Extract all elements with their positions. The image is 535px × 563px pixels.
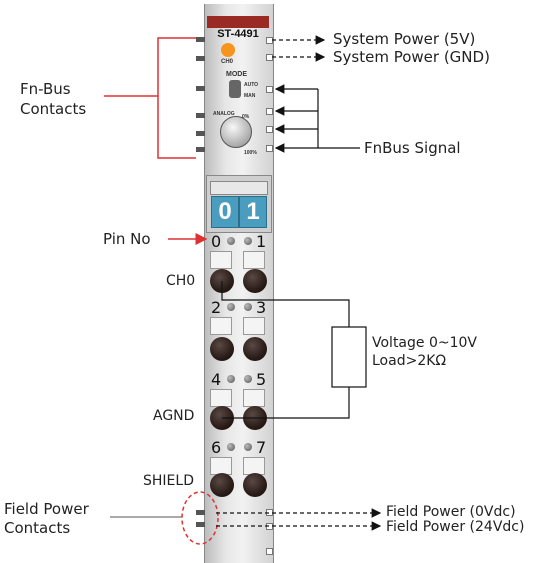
field-power-contact	[196, 522, 205, 527]
pin-0: 0	[211, 232, 222, 251]
agnd-label: AGND	[153, 408, 195, 424]
led-label: CH0	[221, 59, 234, 65]
model-label: ST-4491	[217, 28, 259, 40]
fn-bus-label: Fn-Bus	[20, 80, 71, 98]
terminal-hole-6[interactable]	[210, 473, 234, 497]
pin-indicator	[227, 237, 235, 245]
terminal-release[interactable]	[243, 251, 265, 269]
pin-3: 3	[256, 298, 267, 317]
display-top-bar	[210, 181, 268, 195]
bus-slot	[266, 145, 273, 152]
pin-6: 6	[211, 438, 222, 457]
fn-bus-bracket	[104, 37, 196, 159]
terminal-hole-3[interactable]	[243, 337, 267, 361]
field-power-circle	[181, 491, 219, 545]
mode-switch[interactable]	[229, 80, 241, 98]
terminal-hole-2[interactable]	[210, 337, 234, 361]
fn-bus-contacts-label: Contacts	[20, 100, 87, 118]
bus-slot	[266, 126, 273, 133]
load-wiring	[221, 281, 367, 419]
terminal-hole-7[interactable]	[243, 473, 267, 497]
field-power-contact	[196, 510, 205, 515]
bus-contact	[196, 56, 205, 61]
pct0-label: 0%	[242, 114, 250, 120]
terminal-hole-1[interactable]	[243, 269, 267, 293]
field-power-contacts-label: Contacts	[4, 519, 71, 537]
load-label: Load>2KΩ	[372, 353, 447, 369]
bus-contact	[196, 113, 205, 118]
pin-indicator	[244, 375, 252, 383]
pin-5: 5	[256, 370, 267, 389]
pin-2: 2	[211, 298, 222, 317]
shield-label: SHIELD	[143, 473, 194, 489]
pin-indicator	[227, 443, 235, 451]
bus-contact	[196, 131, 205, 136]
module-header-stripe	[207, 16, 269, 28]
pin-indicator	[227, 303, 235, 311]
terminal-release[interactable]	[210, 317, 232, 335]
pin-7: 7	[256, 438, 267, 457]
sys-power-gnd-label: System Power (GND)	[333, 48, 490, 66]
pin-indicator	[227, 375, 235, 383]
ch0-led	[221, 43, 235, 57]
terminal-release[interactable]	[210, 251, 232, 269]
man-label: MAN	[244, 93, 256, 99]
mode-label: MODE	[226, 71, 247, 78]
auto-label: AUTO	[244, 82, 259, 88]
field-power-label: Field Power	[4, 500, 89, 518]
bus-slot	[266, 86, 273, 93]
voltage-label: Voltage 0~10V	[372, 335, 477, 351]
bus-contact	[196, 86, 205, 91]
analog-knob[interactable]	[220, 116, 252, 148]
field-power-slot	[266, 548, 273, 555]
pin-indicator	[244, 303, 252, 311]
pin-indicator	[244, 443, 252, 451]
pin-4: 4	[211, 370, 222, 389]
ch0-label: CH0	[166, 273, 196, 289]
pin-no-label: Pin No	[103, 230, 151, 248]
analog-label: ANALOG	[213, 111, 235, 117]
bus-contact	[196, 37, 205, 42]
pct100-label: 100%	[244, 150, 257, 156]
bus-slot	[266, 108, 273, 115]
fnbus-signal-lines	[274, 84, 360, 153]
terminal-release[interactable]	[243, 317, 265, 335]
bus-contact	[196, 147, 205, 152]
pin-indicator	[244, 237, 252, 245]
pin-1: 1	[256, 232, 267, 251]
field-power-0-label: Field Power (0Vdc)	[386, 504, 516, 520]
field-power-24-label: Field Power (24Vdc)	[386, 519, 525, 535]
fnbus-signal-label: FnBus Signal	[364, 139, 461, 157]
sys-power-5v-label: System Power (5V)	[333, 30, 476, 48]
display-digit-0: 0	[211, 196, 239, 228]
display-digit-1: 1	[239, 196, 267, 228]
